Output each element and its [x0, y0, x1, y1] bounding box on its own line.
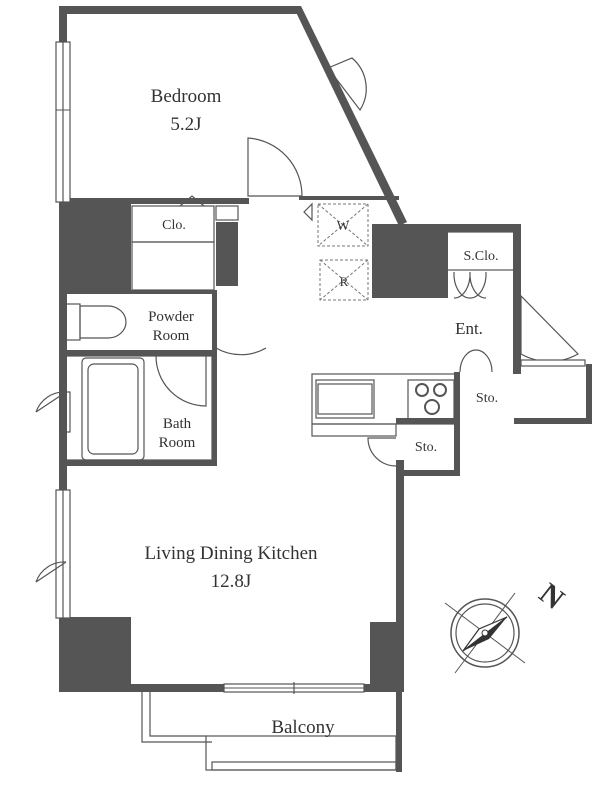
powder-room-label-2: Room — [153, 328, 190, 344]
toilet-icon — [65, 303, 127, 341]
room-labels: Bedroom 5.2J Clo. W R S.Clo. Ent. Powder… — [144, 86, 498, 738]
ldk-size: 12.8J — [211, 571, 252, 592]
outer-walls — [59, 6, 592, 692]
compass-icon — [444, 592, 526, 674]
powder-room-label-1: Powder — [148, 309, 194, 325]
interior-walls — [59, 196, 515, 466]
fridge-mark: R — [340, 274, 349, 289]
washer-mark: W — [337, 218, 350, 233]
bedroom-size: 5.2J — [170, 114, 201, 135]
balcony-label: Balcony — [271, 717, 335, 738]
bathtub-icon — [81, 357, 145, 461]
windows — [55, 41, 365, 694]
entrance-label: Ent. — [455, 319, 483, 338]
shoe-closet-label: S.Clo. — [463, 249, 498, 264]
ldk-name: Living Dining Kitchen — [144, 543, 318, 564]
bath-room-label-1: Bath — [163, 416, 192, 432]
doors — [35, 57, 586, 583]
bedroom-name: Bedroom — [151, 86, 222, 107]
stove-icon — [407, 379, 455, 421]
storage-label-1: Sto. — [476, 391, 498, 406]
refrigerator-space — [319, 259, 369, 301]
storage-label-2: Sto. — [415, 440, 437, 455]
fixtures — [65, 202, 457, 461]
kitchen-counter — [311, 373, 457, 437]
washer-space — [303, 202, 369, 247]
closet-shelf — [215, 205, 239, 221]
balcony — [141, 690, 402, 772]
compass-north-label: N — [533, 577, 571, 617]
closet-label: Clo. — [162, 218, 186, 233]
structural-columns — [59, 204, 444, 690]
bath-room-label-2: Room — [159, 435, 196, 451]
